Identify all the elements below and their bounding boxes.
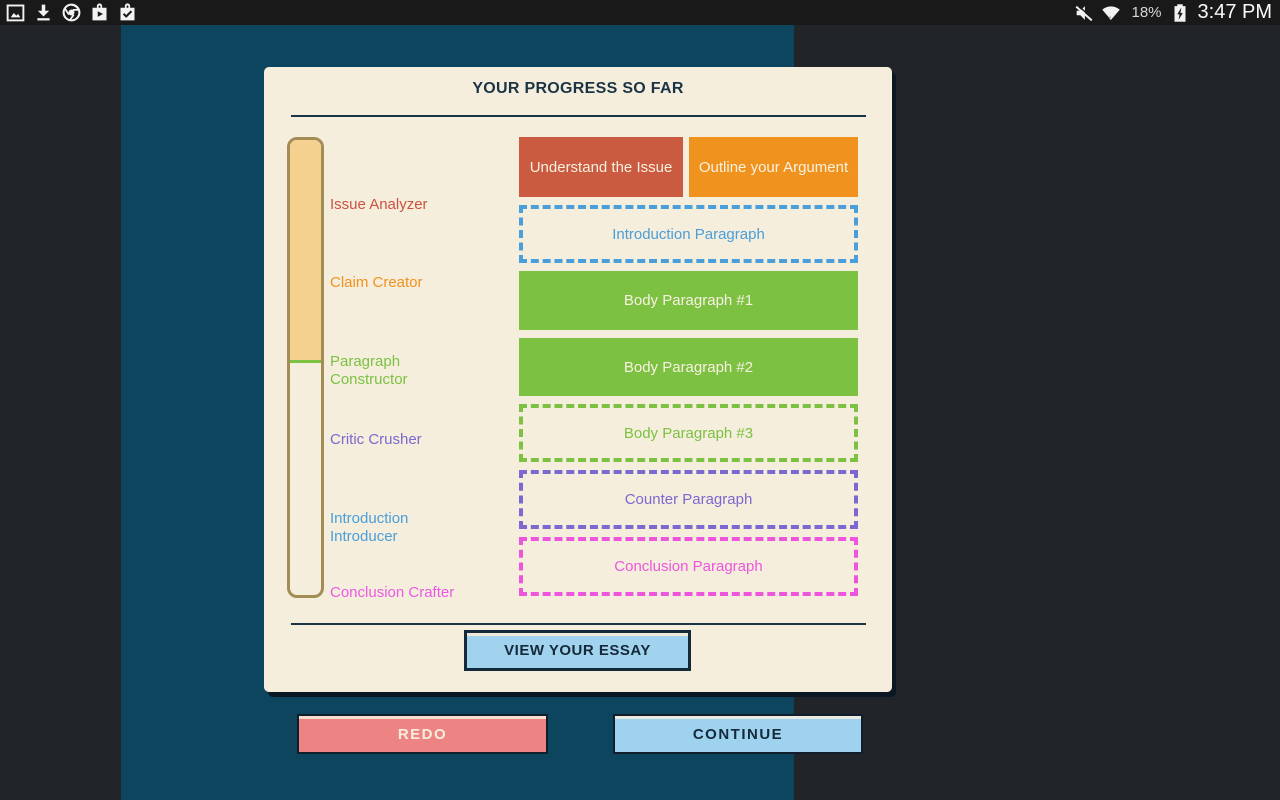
- play-store-icon: [89, 2, 110, 23]
- clock: 3:47 PM: [1197, 1, 1272, 23]
- step-introduction-paragraph: Introduction Paragraph: [519, 205, 858, 263]
- step-conclusion-paragraph: Conclusion Paragraph: [519, 537, 858, 596]
- battery-charging-icon: [1169, 2, 1191, 24]
- progress-card: YOUR PROGRESS SO FAR Issue Analyzer Clai…: [264, 67, 892, 692]
- gallery-icon: [5, 2, 26, 23]
- progress-bar-fill: [290, 140, 321, 363]
- page-title: YOUR PROGRESS SO FAR: [472, 80, 684, 97]
- progress-bar-track: [287, 137, 324, 598]
- checked-bag-icon: [117, 2, 138, 23]
- step-outline-your-argument: Outline your Argument: [689, 137, 858, 197]
- system-status-icons: 18% 3:47 PM: [1073, 1, 1275, 24]
- wifi-icon: [1100, 2, 1122, 24]
- divider: [291, 623, 866, 625]
- notification-icons: [5, 2, 138, 23]
- milestone-introduction-introducer: Introduction Introducer: [330, 510, 409, 545]
- status-bar: 18% 3:47 PM: [0, 0, 1280, 25]
- mute-icon: [1073, 2, 1095, 24]
- milestone-paragraph-constructor: Paragraph Constructor: [330, 353, 408, 388]
- redo-button[interactable]: REDO: [297, 714, 548, 754]
- step-body-paragraph-3: Body Paragraph #3: [519, 404, 858, 462]
- step-body-paragraph-2: Body Paragraph #2: [519, 338, 858, 396]
- step-counter-paragraph: Counter Paragraph: [519, 470, 858, 529]
- step-understand-the-issue: Understand the Issue: [519, 137, 683, 197]
- divider: [291, 115, 866, 117]
- battery-percent: 18%: [1131, 4, 1162, 21]
- continue-button[interactable]: CONTINUE: [613, 714, 863, 754]
- chrome-icon: [61, 2, 82, 23]
- app-panel: YOUR PROGRESS SO FAR Issue Analyzer Clai…: [121, 25, 892, 800]
- milestone-issue-analyzer: Issue Analyzer: [330, 196, 428, 213]
- step-body-paragraph-1: Body Paragraph #1: [519, 271, 858, 330]
- milestone-claim-creator: Claim Creator: [330, 274, 423, 291]
- milestone-critic-crusher: Critic Crusher: [330, 431, 422, 448]
- milestone-conclusion-crafter: Conclusion Crafter: [330, 584, 455, 601]
- view-essay-button[interactable]: VIEW YOUR ESSAY: [464, 630, 691, 671]
- download-icon: [33, 2, 54, 23]
